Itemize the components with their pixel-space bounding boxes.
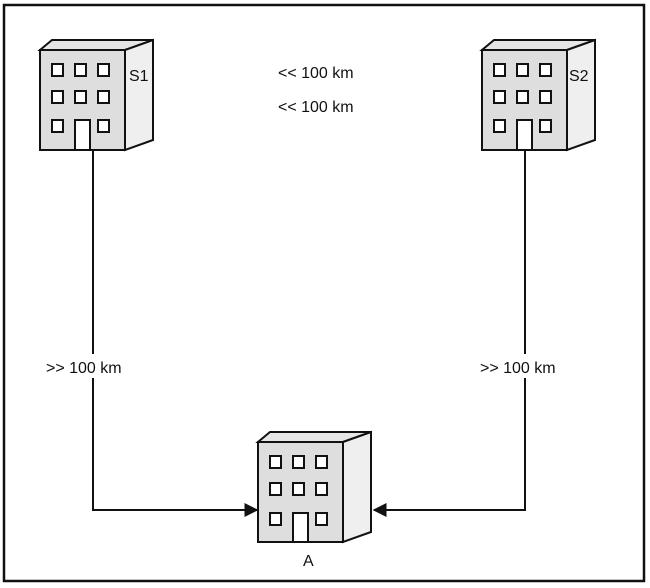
distance-label-top-2: << 100 km	[278, 99, 354, 116]
building-s2-label: S2	[569, 68, 589, 85]
diagram-frame	[2, 3, 646, 583]
window-grid	[51, 63, 110, 133]
distance-label-left: >> 100 km	[46, 360, 122, 377]
building-a	[255, 430, 372, 544]
door	[516, 119, 533, 151]
label-background-left	[44, 354, 140, 378]
distance-label-top-1: << 100 km	[278, 65, 354, 82]
door	[74, 119, 91, 151]
distance-label-right: >> 100 km	[480, 360, 556, 377]
window-grid	[493, 63, 552, 133]
link-s2-to-a	[372, 150, 526, 517]
building-s1-label: S1	[129, 68, 149, 85]
building-s2	[479, 38, 596, 152]
label-background-right	[478, 354, 574, 378]
building-s1	[37, 38, 154, 152]
window-grid	[269, 455, 328, 526]
door	[292, 512, 309, 543]
building-a-label: A	[303, 553, 314, 570]
link-s1-to-a	[92, 150, 259, 517]
